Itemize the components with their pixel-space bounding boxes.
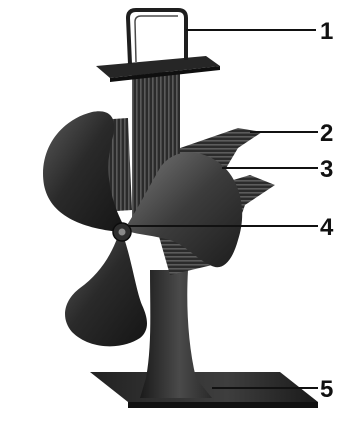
callout-label-2: 2: [320, 120, 333, 147]
fan-blade-lower: [65, 236, 147, 346]
callout-label-1: 1: [320, 18, 333, 45]
base-plate-edge: [128, 402, 318, 408]
handle-wire-inner: [135, 16, 178, 62]
callout-label-5: 5: [320, 376, 333, 403]
handle-group: [96, 10, 220, 82]
callout-labels: 1 2 3 4 5: [320, 18, 334, 403]
callout-label-4: 4: [320, 214, 334, 241]
callout-label-3: 3: [320, 156, 333, 183]
fan-hub-cap: [119, 229, 126, 236]
